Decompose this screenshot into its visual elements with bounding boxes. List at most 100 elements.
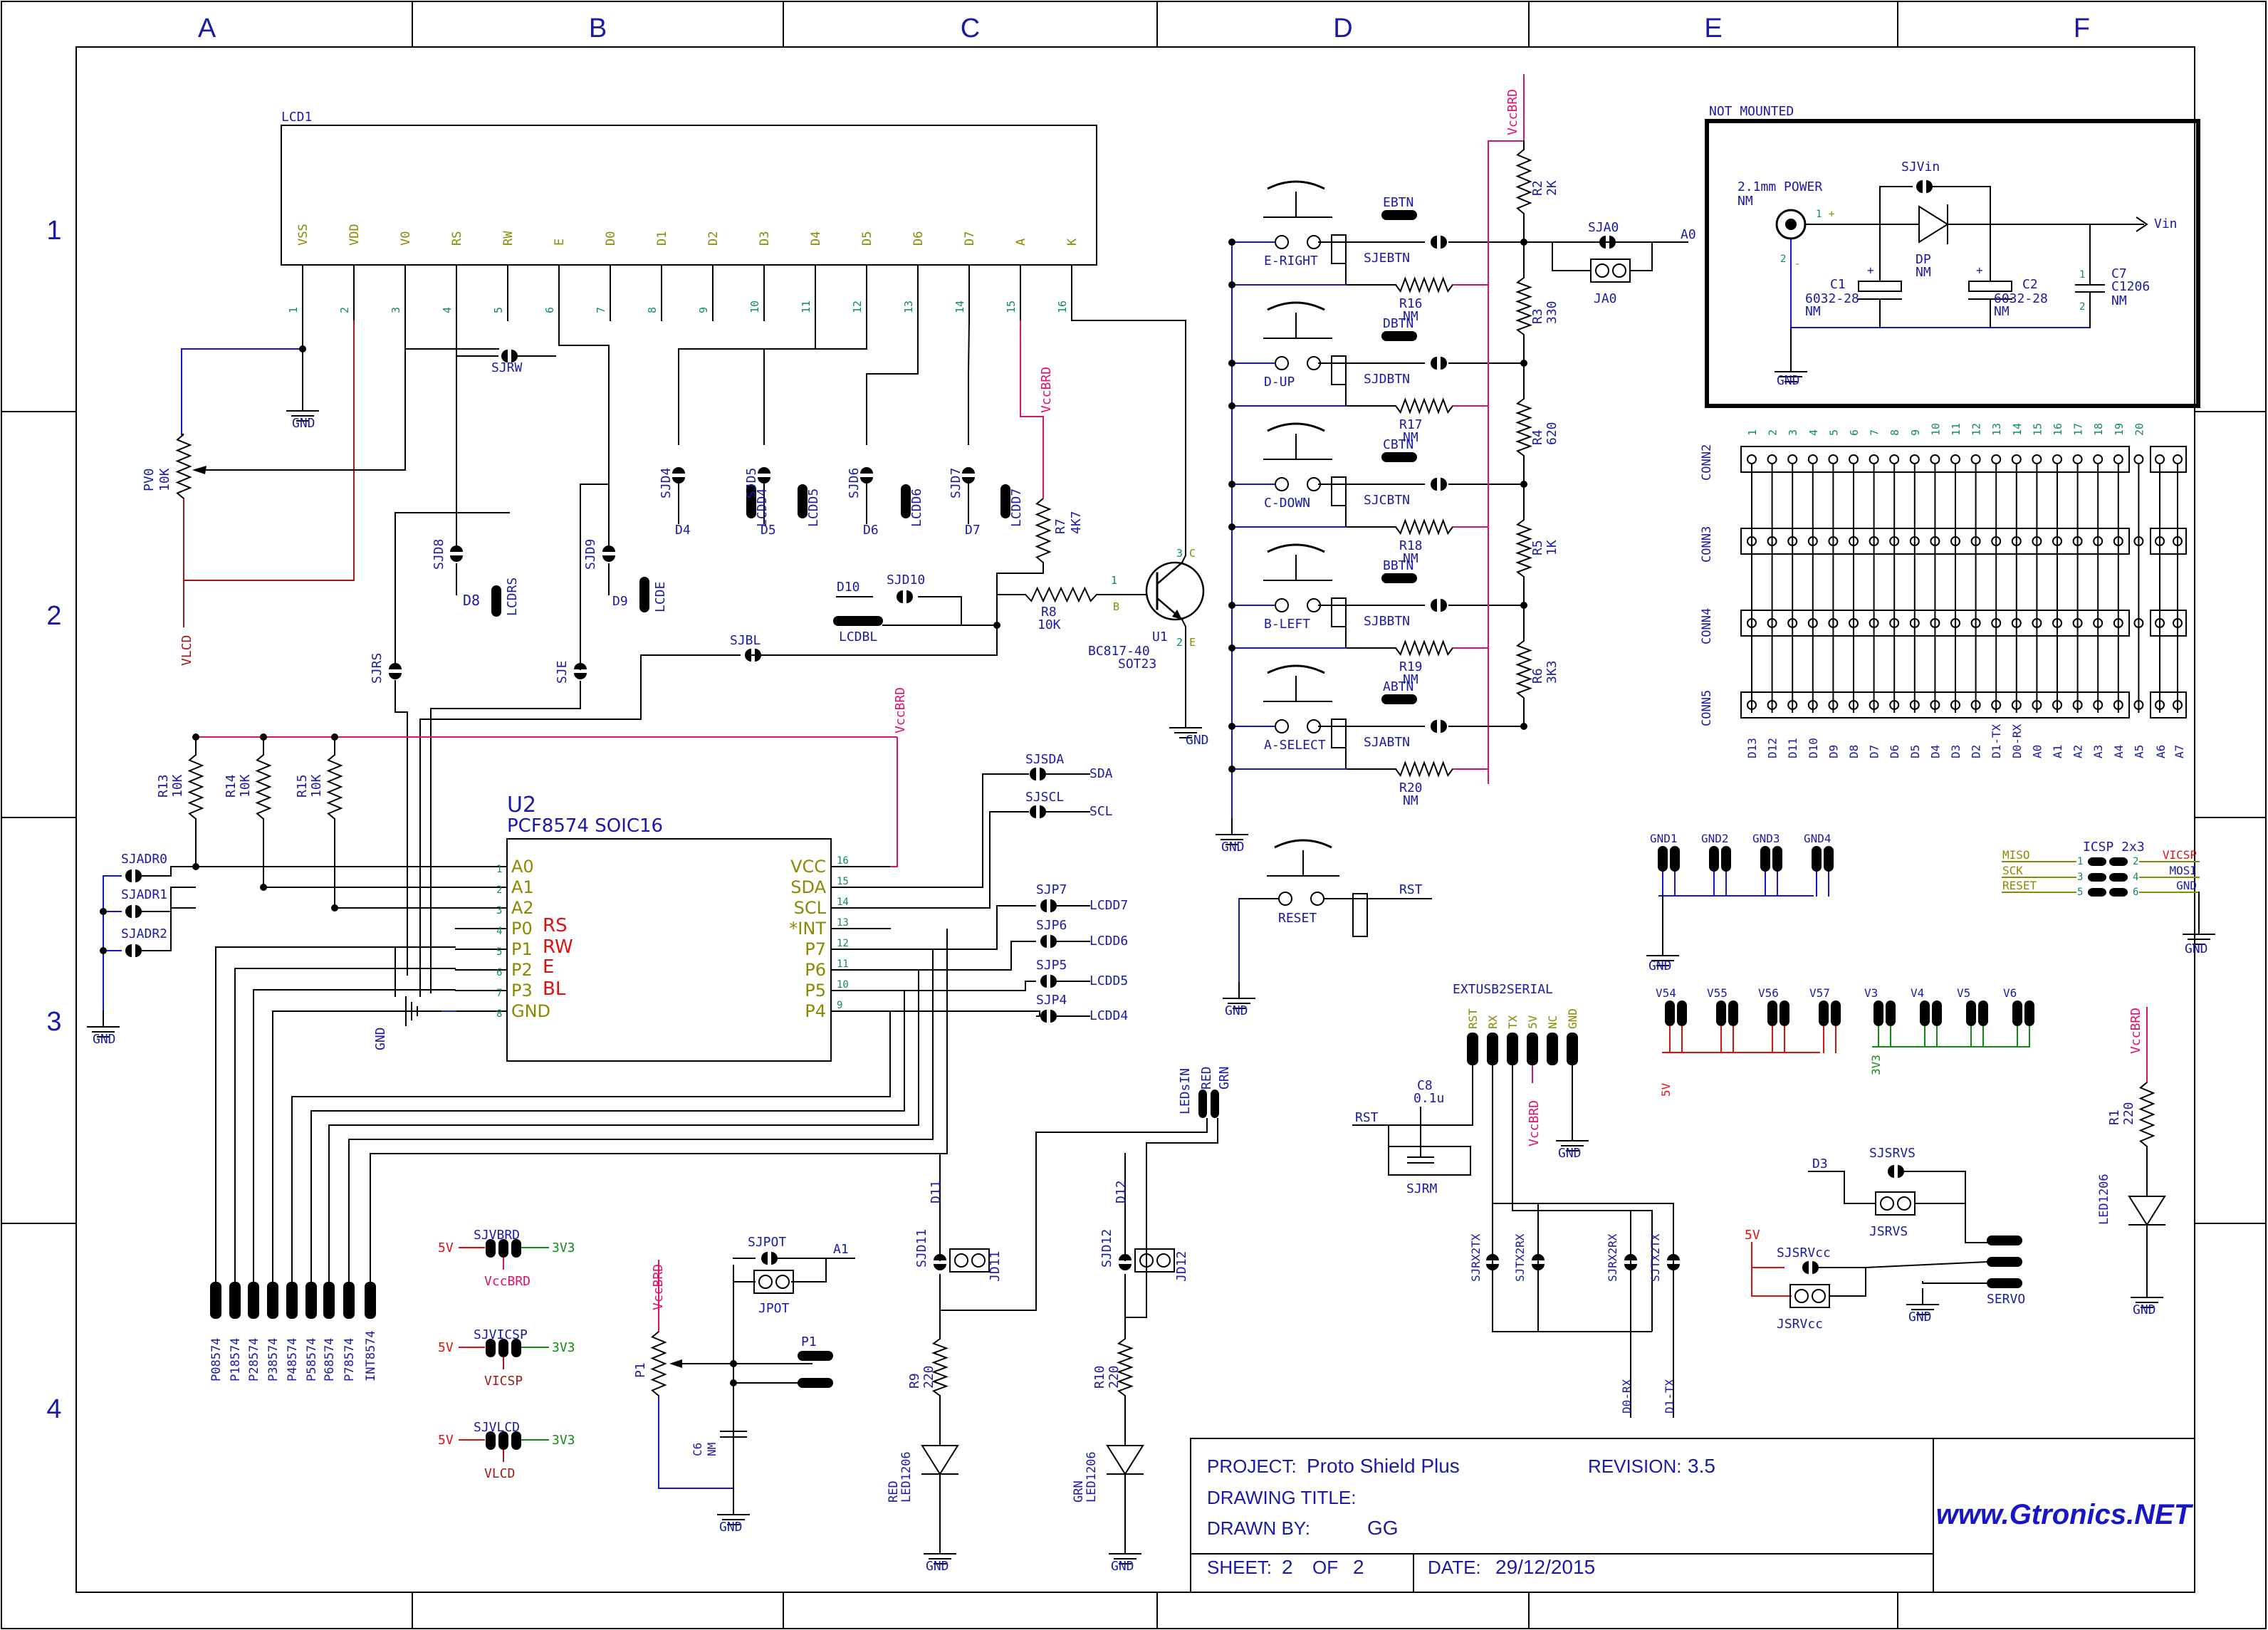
lcd-pin-label: D4 [809,231,823,246]
text-lcd_jumpers-4-name: SJD8 [432,539,446,570]
text-labels-r15: R15 [295,774,310,798]
conn-signal-label: D8 [1847,745,1861,758]
text-labels-minus: - [1794,258,1800,270]
text-labels-pin_c: 3 [1176,547,1183,560]
text-labels-jsrvs: JSRVS [1869,1224,1908,1239]
circle [2155,454,2165,464]
p8574-bar [323,1282,335,1319]
junction [1228,402,1235,409]
text-labels-gnd: GND [2176,879,2197,892]
sjp [1040,899,1047,912]
text-labels-r8_val: 10K [1038,617,1061,632]
bar [1987,1278,2022,1288]
wire [170,887,196,911]
text-labels-sjp5: SJP5 [1036,958,1067,973]
text-labels-gnd: GND [1225,1003,1248,1018]
text-labels-r14: R14 [224,774,239,798]
text-labels-sjsrvs: SJSRVS [1869,1146,1916,1161]
text-labels-u1_part: BC817-40 [1088,644,1150,659]
jsrvcc [1794,1289,1809,1303]
text-labels-r5: R5 [1530,540,1545,555]
conn-number: 8 [1888,429,1901,436]
bar [1932,1001,1942,1026]
box [1388,1146,1471,1176]
jd12 [1139,1253,1154,1268]
text-labels-sjsrvcc: SJSRVcc [1777,1245,1831,1260]
circle [1849,536,1859,546]
text-labels-gnd: GND [1111,1559,1134,1574]
btn-bar [1381,331,1417,341]
text-labels-r1: R1 [2107,1109,2122,1125]
circle [1310,892,1324,906]
circle [1909,536,1920,546]
text-title_block-project: Proto Shield Plus [1307,1455,1460,1477]
circle [2173,700,2183,710]
text-lcd_jumpers-4-net: D8 [463,592,480,609]
ledsin-pad [1211,1090,1219,1118]
vin-arrow [2136,216,2148,232]
bar [1767,1001,1777,1026]
p8574-bar [305,1282,317,1319]
lcde-bar [639,577,649,612]
led-red [921,1445,959,1475]
junction [260,884,267,891]
text-p8574_labels-7: P78574 [343,1338,357,1381]
text-labels-plus: + [1976,263,1983,277]
conn-number: 16 [2052,423,2064,436]
circle [1307,356,1321,370]
lcd-pin-label: E [553,239,567,246]
box [1331,355,1347,385]
text-labels-d1tx: D1-TX [1663,1379,1676,1414]
text-labels-icsp_p1: 1 [2077,856,2083,867]
text-labels-r9_val: 220 [921,1365,936,1389]
box [1331,719,1347,748]
text-labels-rst: RST [1399,882,1423,897]
r3 [1515,277,1532,335]
wire [170,907,196,951]
text-labels-plus: + [1829,209,1834,220]
led-r1 [2128,1196,2166,1226]
text-labels-vicsp: VICSP [2163,848,2197,862]
text-labels-r8: R8 [1041,605,1057,620]
text-labels-v5: 5V [438,1340,454,1355]
text-p8574_labels-1: P18574 [229,1338,243,1381]
circle [1970,454,1981,464]
text-labels-r2_val: 2K [1545,180,1559,196]
bar [1874,1001,1883,1026]
conn-signal-label: A2 [2071,745,2085,758]
circle [1828,700,1839,710]
btn-r [1395,276,1453,293]
lcd-pin-label: RW [501,231,516,246]
text-labels-mosi: MOSI [2169,864,2197,877]
text-labels-r5_val: 1K [1545,540,1559,555]
text-labels-nm: NM [705,1443,718,1456]
sjd12 [1119,1264,1132,1270]
p8574-bar [210,1282,221,1319]
sjrx2rx [1624,1254,1637,1260]
btn-bar [1381,694,1417,704]
bar [1780,1001,1789,1026]
text-lcd_jumpers-5-net: D9 [612,594,628,609]
circle [2032,700,2042,710]
text-lcd_jumpers-1-name: SJD5 [744,468,759,498]
sjbl [755,649,761,662]
conn-row [1740,691,2130,719]
row-label: 2 [46,601,61,631]
bar [1547,1033,1558,1065]
wire [272,1010,441,1282]
sjtx2rx [1532,1254,1545,1260]
row-label: 4 [46,1394,61,1424]
text-v3_header-1: V4 [1911,986,1924,1000]
sjp [1050,935,1057,948]
led-grn [1106,1445,1144,1475]
text-labels-r_10k: 10K [309,774,324,798]
wire [253,989,456,1282]
sjrx2tx [1486,1254,1499,1260]
conn-row [1740,446,2130,473]
text-labels-r9: R9 [907,1373,922,1389]
text-title_block-of_label: OF [1312,1557,1338,1578]
lcd-pin-number: 8 [646,307,659,313]
sjadr0 [125,869,132,882]
junction [1228,281,1235,288]
